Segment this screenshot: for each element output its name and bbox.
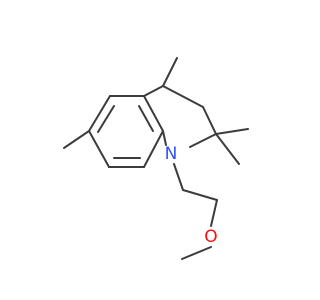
atom-nitrogen-label: N [165, 144, 178, 164]
bond-c5-c6 [88, 95, 111, 132]
bond-c4-methyl [162, 57, 178, 87]
bond-c6-methyl [63, 130, 90, 149]
bond-c5-c6-inner [97, 105, 115, 133]
bond-n1-c8a [162, 130, 167, 146]
bond-c6-c7 [88, 130, 110, 168]
molecule-canvas: N O [63, 57, 249, 260]
bond-c2-methyl-a [215, 128, 249, 135]
bond-c3-c2 [202, 106, 217, 135]
bond-c8a-c4a-inner [138, 105, 154, 132]
bond-ch2-o [210, 199, 218, 227]
molecule-structure: N O [63, 57, 249, 260]
bond-o-methyl [181, 246, 212, 260]
bond-c4a-c4 [143, 85, 164, 97]
bond-n1-ch2 [173, 163, 184, 191]
bond-c8-c8a [143, 130, 164, 168]
bond-ch2-ch2 [182, 189, 218, 201]
atom-oxygen-label: O [204, 227, 217, 247]
bond-c2-methyl-b [215, 133, 240, 165]
bond-c2-n1 [189, 133, 217, 148]
bond-c8a-c4a [143, 95, 164, 132]
bond-c4-c3 [162, 85, 204, 108]
